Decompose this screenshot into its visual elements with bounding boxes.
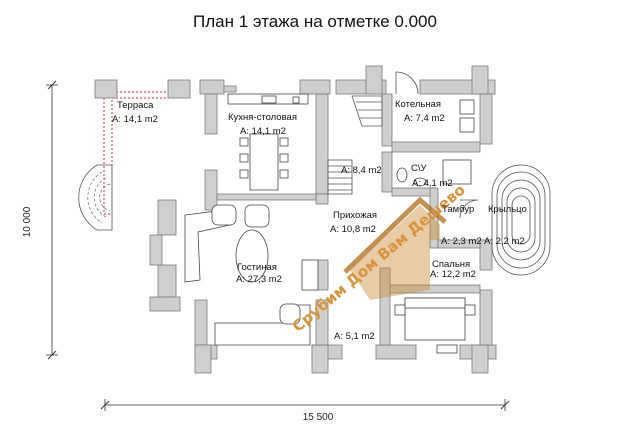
bathroom-name: С\У bbox=[411, 163, 428, 174]
room-labels: Терраса А: 14,1 m2 Кухня-столовая А: 14,… bbox=[112, 99, 527, 342]
bedroom-furniture bbox=[394, 297, 476, 354]
porch-area: А: 2,2 m2 bbox=[484, 236, 525, 247]
fixtures bbox=[396, 99, 475, 187]
hall-name: Прихожая bbox=[333, 210, 377, 221]
kitchen-furniture bbox=[227, 93, 309, 191]
terrace-area: А: 14,1 m2 bbox=[112, 114, 158, 125]
hall-area: А: 10,8 m2 bbox=[330, 224, 376, 235]
watermark-logo bbox=[343, 196, 447, 300]
boiler-name: Котельная bbox=[395, 99, 441, 110]
kitchen-name: Кухня-столовая bbox=[228, 112, 297, 123]
terrace-name: Терраса bbox=[117, 100, 154, 111]
living-name: Гостиная bbox=[237, 262, 277, 273]
porch bbox=[491, 164, 551, 276]
bedroom-area: А: 12,2 m2 bbox=[430, 269, 476, 280]
walls bbox=[149, 65, 497, 374]
dimension-lines bbox=[46, 80, 510, 411]
kitchen-area: А: 14,1 m2 bbox=[240, 126, 286, 137]
boiler-area: А: 7,4 m2 bbox=[404, 113, 445, 124]
vestibule-area: А: 2,3 m2 bbox=[441, 236, 482, 247]
living-area: А: 27,3 m2 bbox=[236, 274, 282, 285]
living-furniture bbox=[184, 204, 319, 346]
storage-area: А: 5,1 m2 bbox=[334, 331, 375, 342]
dimension-height: 10 000 bbox=[22, 206, 33, 237]
dimension-width: 15 500 bbox=[303, 412, 334, 423]
staircase bbox=[327, 95, 383, 195]
plan-title: План 1 этажа на отметке 0.000 bbox=[193, 12, 437, 31]
bathroom-area: А: 4,1 m2 bbox=[412, 178, 453, 189]
bedroom-name: Спальня bbox=[432, 259, 470, 270]
terrace bbox=[78, 79, 191, 231]
vestibule-name: Тамбур bbox=[442, 204, 474, 215]
doors bbox=[395, 71, 479, 219]
stairs-area: А: 8,4 m2 bbox=[341, 165, 382, 176]
porch-name: Крыльцо bbox=[488, 204, 527, 215]
